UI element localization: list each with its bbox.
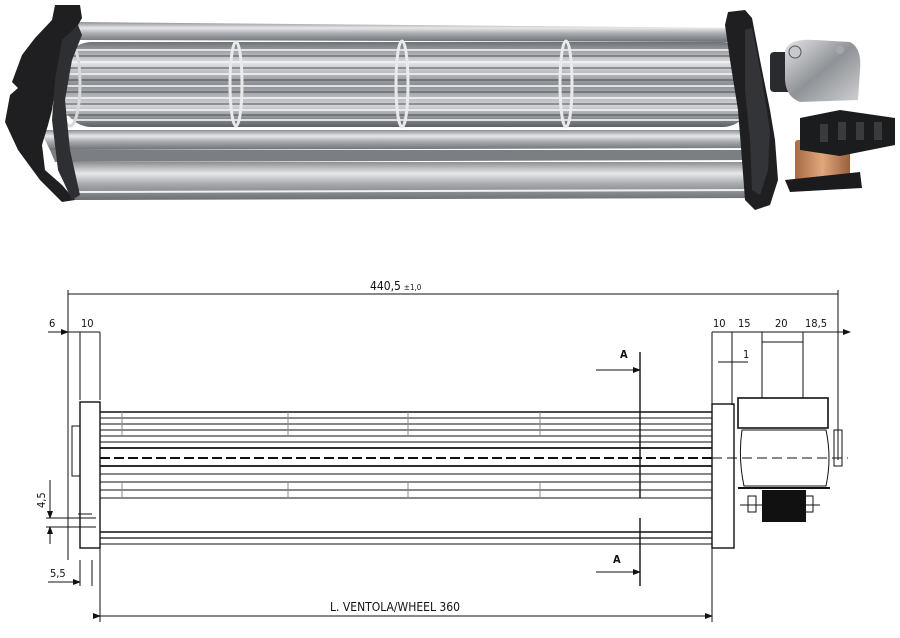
left-offset-b: 10 <box>81 317 94 330</box>
vertical-offset-label: 4,5 <box>35 492 48 508</box>
dimension-drawing: 440,5±1,0 6 10 10 15 20 18,5 1 A A 4,5 5… <box>35 279 851 622</box>
motor <box>770 39 895 192</box>
impeller-wheel <box>58 39 752 129</box>
wheel-bottom <box>100 465 712 499</box>
bottom-offset-label: 5,5 <box>50 567 66 580</box>
tangential-fan-photo <box>5 5 895 210</box>
overall-length-label: 440,5±1,0 <box>370 279 422 293</box>
right-offset-d: 18,5 <box>805 317 827 330</box>
small-offset-label: 1 <box>743 348 749 361</box>
right-end-plate <box>725 10 778 210</box>
left-end-plate <box>5 5 82 202</box>
right-offset-a: 10 <box>713 317 726 330</box>
left-offset-a: 6 <box>49 317 55 330</box>
right-offset-c: 20 <box>775 317 788 330</box>
product-photo <box>0 0 900 225</box>
wheel-top <box>100 411 712 449</box>
motor-coil-section <box>762 490 806 522</box>
section-label-top: A <box>620 348 628 361</box>
technical-drawing: 440,5±1,0 6 10 10 15 20 18,5 1 A A 4,5 5… <box>0 225 900 634</box>
wheel-length-label: L. VENTOLA/WHEEL 360 <box>330 600 460 614</box>
right-offset-b: 15 <box>738 317 751 330</box>
section-label-bottom: A <box>613 553 621 566</box>
